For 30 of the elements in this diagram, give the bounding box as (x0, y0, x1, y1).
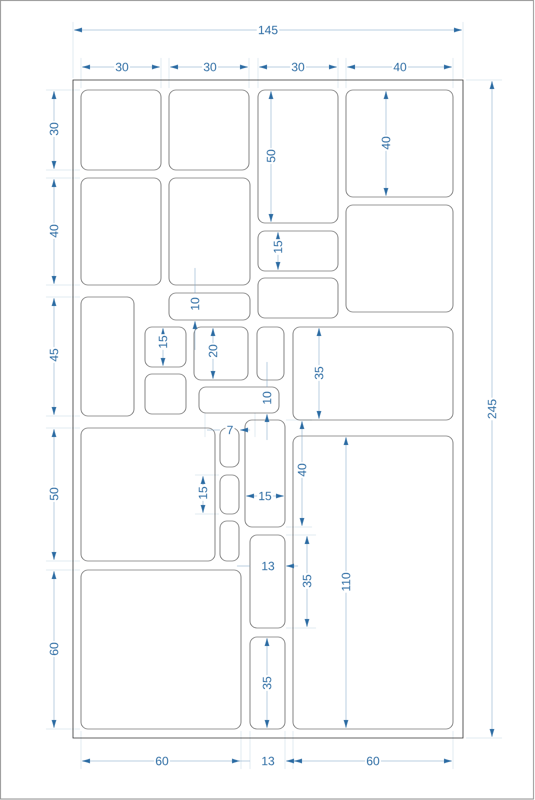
dimension-label: 30 (202, 62, 218, 72)
dimension-label: 145 (256, 24, 280, 36)
dimension-label: 60 (154, 756, 170, 766)
dimension-label: 245 (486, 398, 498, 420)
dimension-label: 50 (266, 148, 276, 164)
dimension-label: 35 (302, 573, 312, 589)
dimension-label: 50 (48, 486, 60, 502)
dimension-label: 30 (114, 62, 130, 72)
dimension-label: 10 (190, 296, 200, 312)
dimension-label: 30 (48, 121, 60, 137)
dimension-label: 40 (380, 135, 392, 151)
dimension-label: 10 (262, 390, 272, 406)
dimension-label: 15 (158, 334, 168, 350)
dimension-label: 45 (48, 347, 60, 363)
dimension-label: 110 (340, 571, 352, 593)
dimension-label: 40 (48, 223, 60, 239)
dimension-label: 13 (260, 560, 276, 572)
dimension-label: 7 (225, 424, 235, 436)
dimension-label: 15 (272, 239, 284, 255)
dimension-label: 20 (208, 343, 218, 359)
dimension-label: 60 (48, 641, 60, 657)
dimension-label: 15 (198, 485, 208, 501)
dimension-label: 40 (392, 62, 408, 72)
dimension-label: 40 (296, 462, 308, 478)
dimension-label: 60 (365, 756, 381, 766)
dimension-label: 30 (290, 62, 306, 72)
dimension-label: 15 (257, 490, 273, 502)
dimension-label: 35 (314, 365, 324, 381)
dimension-label: 13 (260, 756, 276, 766)
dimension-label: 35 (262, 675, 272, 691)
